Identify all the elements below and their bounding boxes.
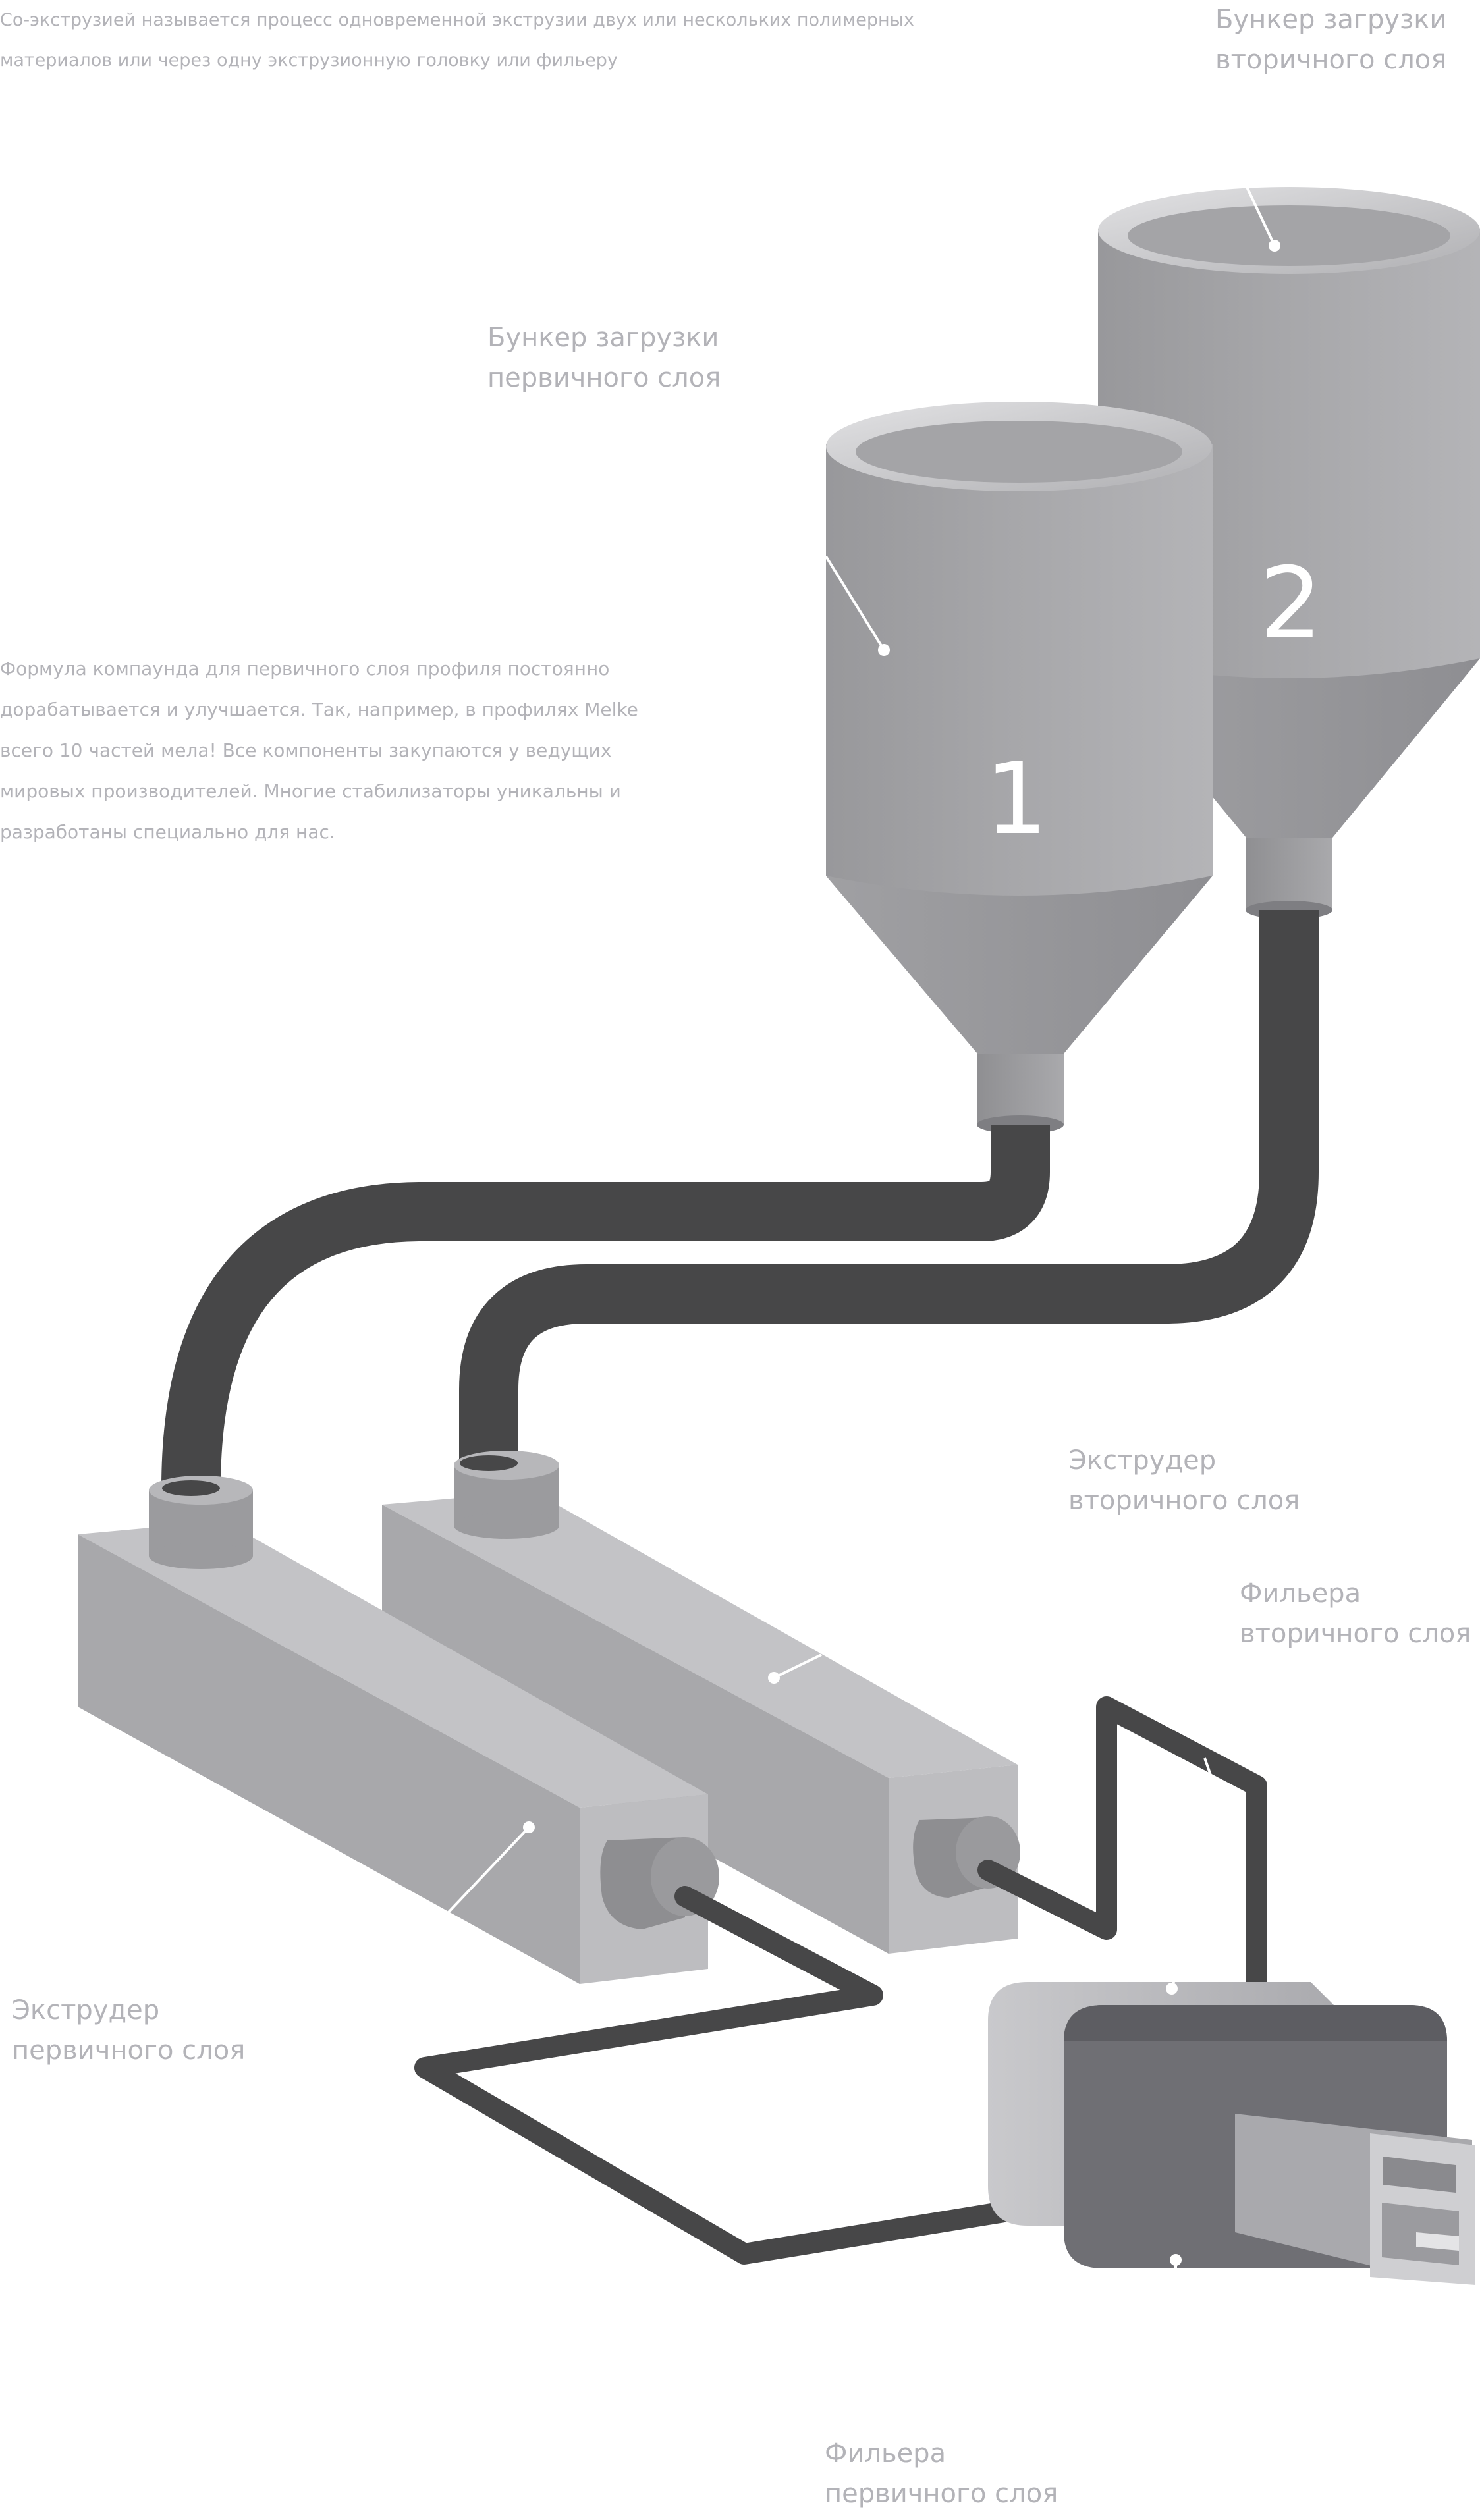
label-hopper-primary: Бункер загрузки первичного слоя	[487, 318, 721, 398]
feed-tube-secondary	[459, 910, 1319, 1463]
die-assembly	[988, 1965, 1475, 2285]
hopper-secondary-number: 2	[1259, 547, 1322, 661]
pointer-hopper-secondary	[1245, 185, 1276, 246]
label-extruder-primary-line2: первичного слоя	[12, 2035, 246, 2066]
extruder-primary	[78, 1476, 719, 1984]
label-extruder-secondary-line1: Экструдер	[1068, 1445, 1217, 1476]
label-extruder-primary-line1: Экструдер	[12, 1995, 160, 2025]
marker-die-secondary	[1166, 1983, 1178, 1995]
pointer-extruder-secondary	[773, 1653, 822, 1679]
marker-hopper-primary	[878, 644, 890, 656]
label-die-secondary-line2: вторичного слоя	[1240, 1619, 1471, 1649]
intro-text: Со-экструзией называется процесс одновре…	[0, 10, 914, 70]
pointer-extruder-primary	[445, 1826, 530, 1916]
label-hopper-primary-line2: первичного слоя	[487, 363, 721, 393]
output-tube-primary	[414, 1886, 1112, 2265]
label-extruder-secondary-line2: вторичного слоя	[1068, 1486, 1300, 1516]
marker-extruder-primary	[523, 1821, 535, 1833]
label-die-primary-line2: первичного слоя	[825, 2479, 1058, 2509]
feed-tube-primary	[161, 1125, 1050, 1489]
label-extruder-secondary: Экструдер вторичного слоя	[1068, 1441, 1300, 1521]
pointer-hopper-primary	[825, 555, 885, 651]
label-hopper-secondary-line2: вторичного слоя	[1215, 45, 1447, 75]
label-hopper-secondary-line1: Бункер загрузки	[1215, 5, 1447, 35]
label-hopper-primary-line1: Бункер загрузки	[487, 323, 719, 353]
extruder-secondary	[382, 1451, 1020, 1954]
marker-hopper-secondary	[1269, 240, 1280, 252]
label-die-primary-line1: Фильера	[825, 2438, 947, 2469]
hopper-primary-number: 1	[985, 742, 1047, 857]
tube-mark-secondary	[1203, 1757, 1215, 1785]
label-die-primary: Фильера первичного слоя	[825, 2434, 1058, 2514]
marker-extruder-secondary	[768, 1672, 780, 1684]
output-tube-secondary	[977, 1696, 1267, 1993]
hopper-primary: 1	[825, 402, 1213, 1134]
formula-text: Формула компаунда для первичного слоя пр…	[0, 658, 638, 843]
label-hopper-secondary: Бункер загрузки вторичного слоя	[1215, 0, 1446, 80]
label-die-secondary-line1: Фильера	[1240, 1578, 1361, 1609]
label-die-secondary: Фильера вторичного слоя	[1240, 1574, 1471, 1654]
marker-die-primary	[1170, 2254, 1182, 2266]
label-extruder-primary: Экструдер первичного слоя	[12, 1991, 245, 2071]
